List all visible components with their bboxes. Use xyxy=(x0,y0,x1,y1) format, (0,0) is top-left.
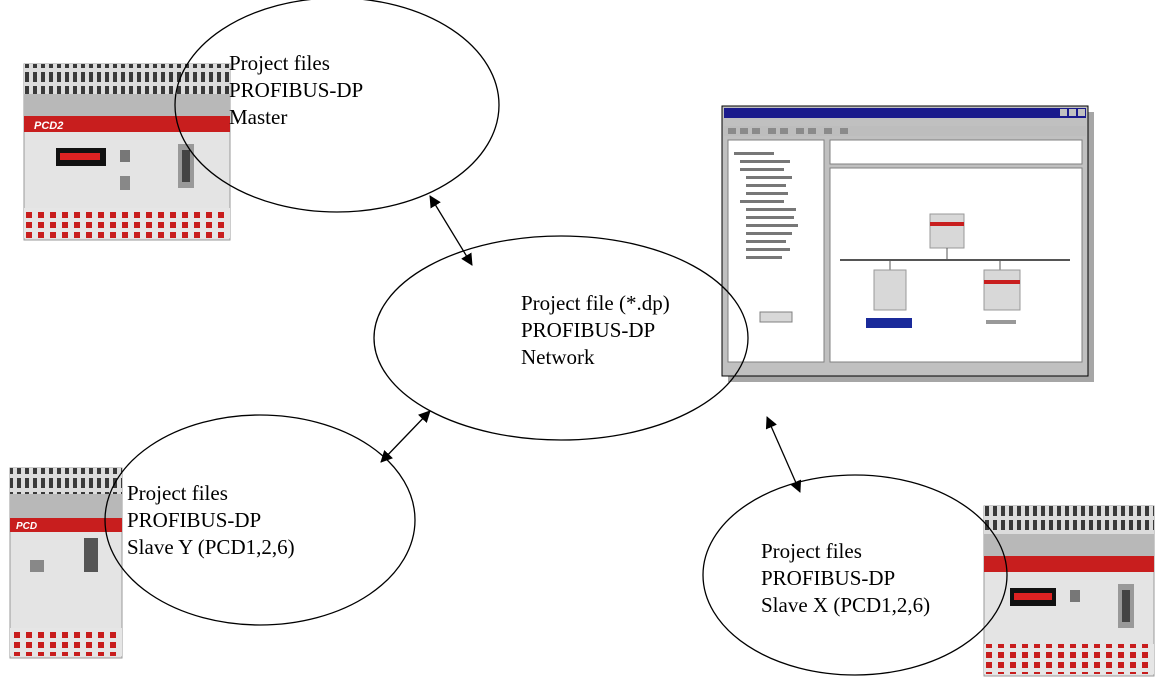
slave-x-label-line-2: PROFIBUS-DP xyxy=(761,566,896,590)
slave-x-ellipse xyxy=(702,474,1008,676)
slave-y-label-line-1: Project files xyxy=(127,481,228,505)
pcd2-slave-x-device-image xyxy=(983,505,1155,677)
master-label: Project files PROFIBUS-DP Master xyxy=(229,50,363,131)
pcd1-slave-y-device-image: PCD xyxy=(9,467,123,659)
slave-x-label: Project files PROFIBUS-DP Slave X (PCD1,… xyxy=(761,538,930,619)
slave-y-ellipse xyxy=(104,414,416,626)
network-label: Project file (*.dp) PROFIBUS-DP Network xyxy=(521,290,670,371)
slave-x-label-line-1: Project files xyxy=(761,539,862,563)
slave-x-label-line-3: Slave X (PCD1,2,6) xyxy=(761,593,931,617)
configurator-window-screenshot xyxy=(721,105,1094,382)
network-ellipse xyxy=(373,235,749,441)
slave-y-label-line-2: PROFIBUS-DP xyxy=(127,508,262,532)
master-label-line-3: Master xyxy=(229,105,288,129)
network-label-line-2: PROFIBUS-DP xyxy=(521,318,656,342)
arrow-slave-y-network xyxy=(380,410,431,463)
pcd1-badge: PCD xyxy=(16,521,37,532)
network-label-line-1: Project file (*.dp) xyxy=(521,291,670,315)
pcd2-master-device-image: PCD2 xyxy=(23,63,231,241)
master-label-line-2: PROFIBUS-DP xyxy=(229,78,364,102)
slave-y-label: Project files PROFIBUS-DP Slave Y (PCD1,… xyxy=(127,480,295,561)
arrow-slave-x-network xyxy=(765,416,802,493)
pcd2-badge: PCD2 xyxy=(34,120,63,132)
master-label-line-1: Project files xyxy=(229,51,330,75)
slave-y-label-line-3: Slave Y (PCD1,2,6) xyxy=(127,535,295,559)
master-ellipse xyxy=(174,0,500,213)
arrow-master-network xyxy=(429,195,473,266)
network-label-line-3: Network xyxy=(521,345,595,369)
